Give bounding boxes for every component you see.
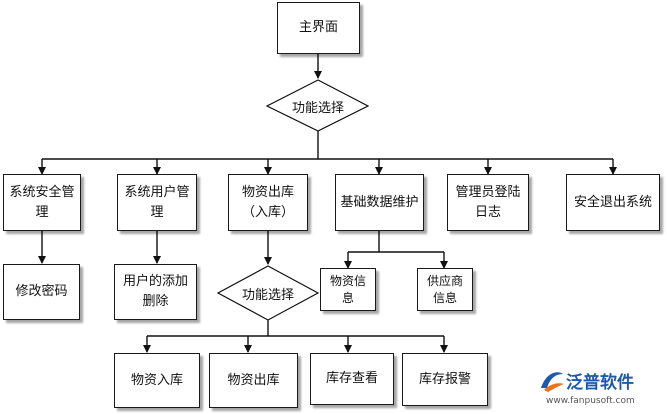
node-safe-exit-label: 安全退出系统 [573, 194, 652, 210]
node-stock-in-label: 物资入库 [130, 372, 183, 388]
node-inventory-in-out-label: 物资出库（入库） [241, 184, 294, 220]
node-supplier-info: 供应商信息 [417, 268, 473, 311]
watermark-url: www.fanpusoft.com [546, 396, 635, 406]
node-main-interface-label: 主界面 [298, 20, 338, 35]
node-user-add-delete-label: 用户的添加删除 [122, 274, 188, 309]
node-user-management: 系统用户管理 [117, 174, 197, 231]
node-admin-login-log: 管理员登陆日志 [447, 174, 529, 231]
node-stock-alarm: 库存报警 [402, 353, 488, 406]
node-stock-view-label: 库存查看 [325, 371, 378, 386]
node-material-info: 物资信息 [320, 268, 376, 311]
node-security-management: 系统安全管理 [3, 174, 81, 231]
node-change-password-label: 修改密码 [15, 284, 68, 299]
node-security-management-label: 系统安全管理 [9, 184, 75, 220]
decision-diamond-main [265, 79, 370, 132]
node-admin-login-log-label: 管理员登陆日志 [455, 184, 521, 220]
node-change-password: 修改密码 [3, 264, 80, 320]
node-base-data-maintenance: 基础数据维护 [335, 174, 424, 231]
node-main-interface: 主界面 [277, 2, 360, 54]
watermark-name: 泛普软件 [566, 373, 634, 393]
node-stock-alarm-label: 库存报警 [418, 371, 471, 387]
node-user-management-label: 系统用户管理 [124, 184, 190, 220]
node-safe-exit: 安全退出系统 [566, 174, 660, 231]
node-stock-out-label: 物资出库 [227, 372, 280, 388]
watermark-logo: 泛普软件 www.fanpusoft.com [538, 366, 663, 412]
node-material-info-label: 物资信息 [329, 273, 366, 305]
node-stock-out: 物资出库 [209, 353, 298, 408]
node-stock-in: 物资入库 [114, 353, 200, 408]
node-inventory-in-out: 物资出库（入库） [228, 174, 308, 231]
decision-diamond-inventory [216, 265, 320, 321]
decision-inventory-label: 功能选择 [241, 287, 294, 303]
fanpu-logo-icon [541, 372, 564, 392]
node-base-data-maintenance-label: 基础数据维护 [340, 194, 419, 210]
node-supplier-info-label: 供应商信息 [426, 273, 463, 305]
node-stock-view: 库存查看 [310, 353, 394, 405]
decision-main-label: 功能选择 [291, 100, 344, 116]
node-user-add-delete: 用户的添加删除 [114, 264, 197, 320]
